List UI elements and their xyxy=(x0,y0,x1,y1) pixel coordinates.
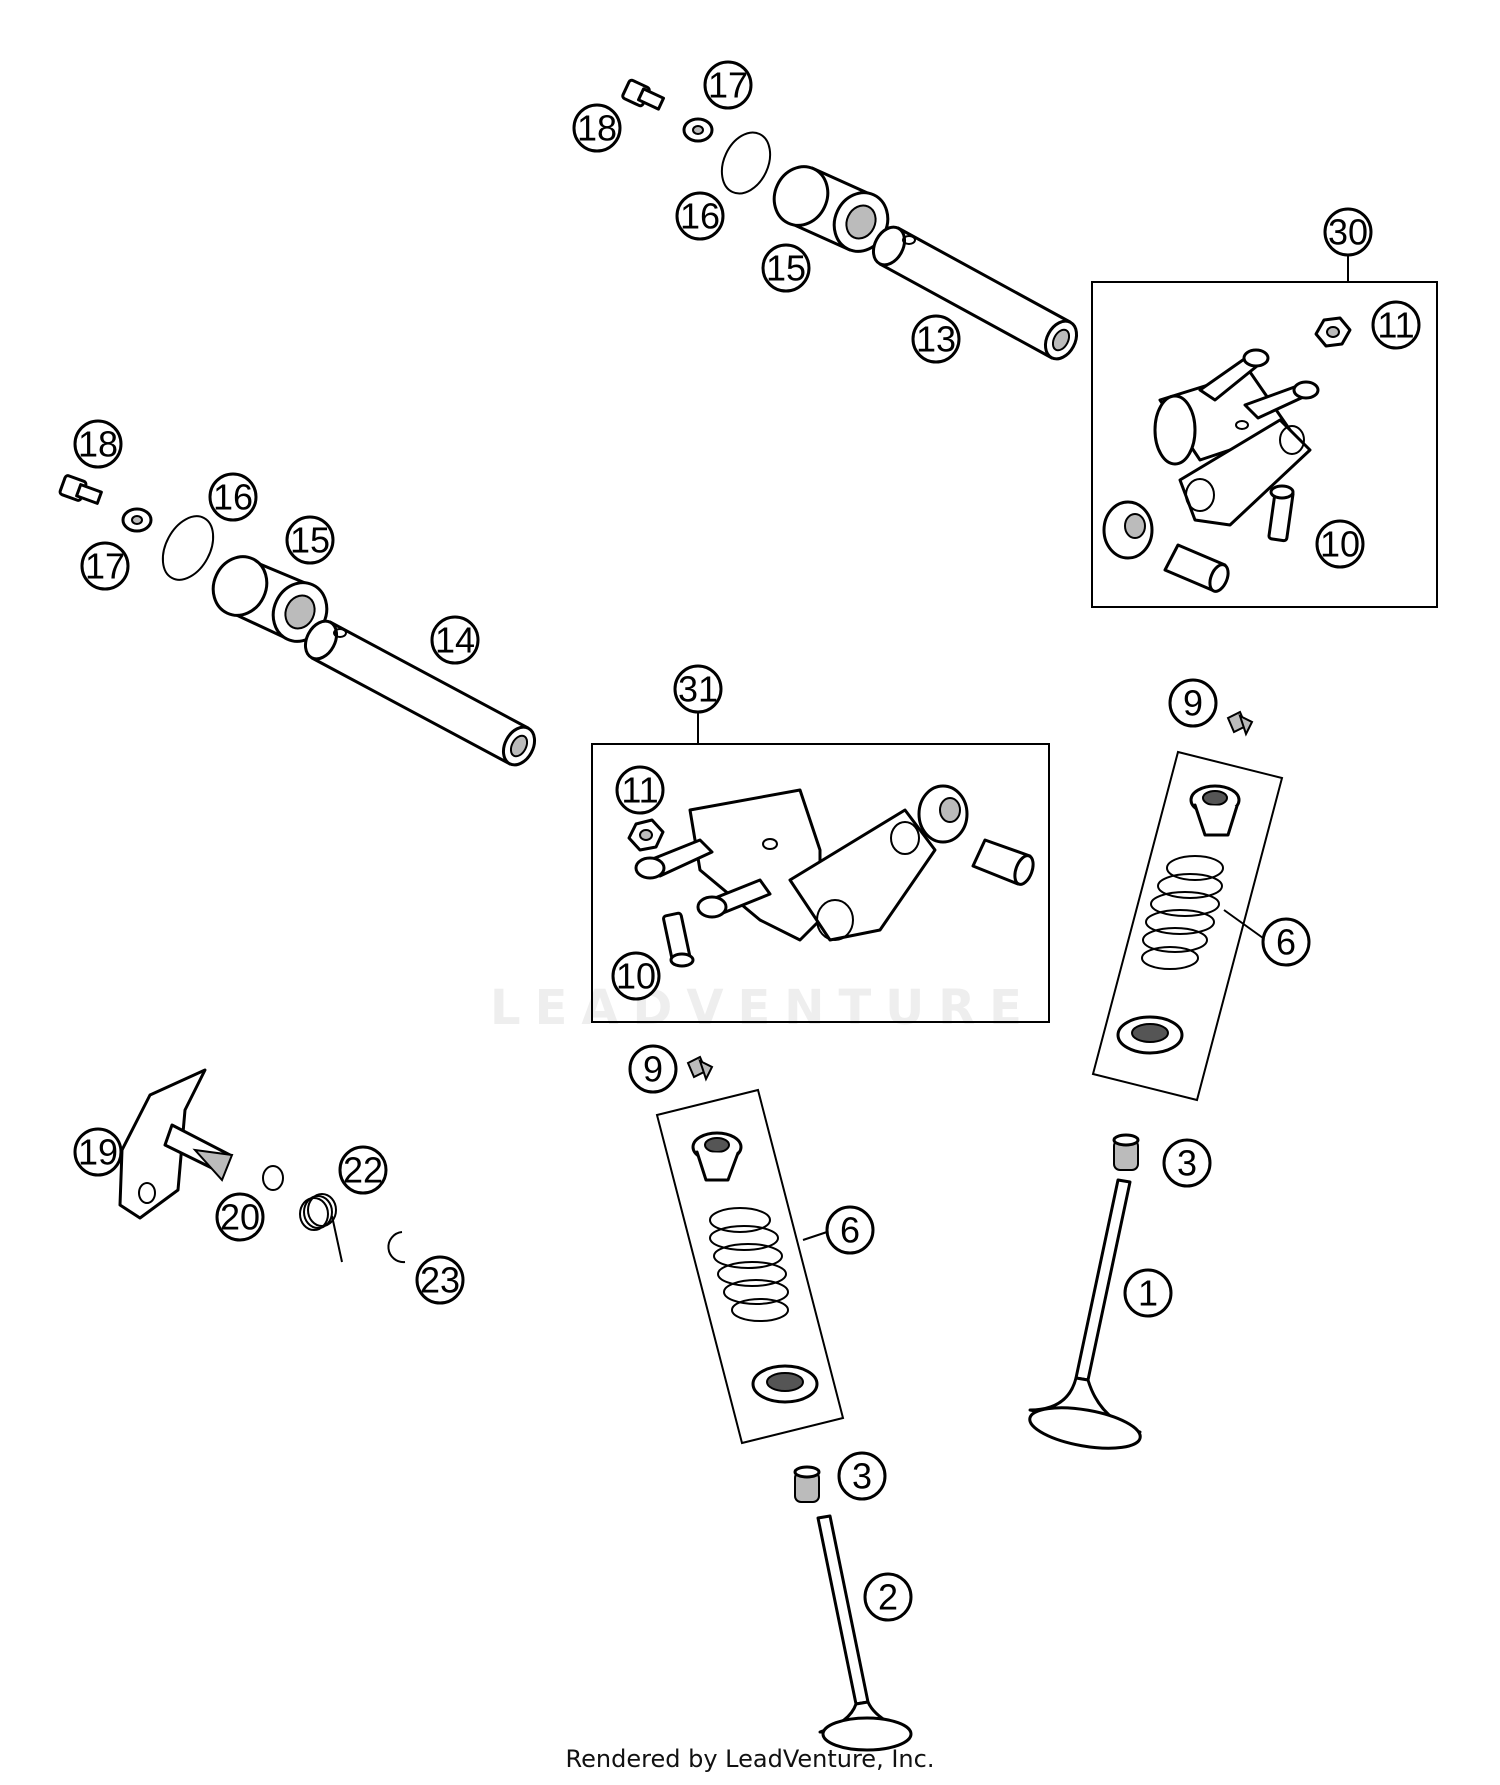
callout-23: 23 xyxy=(415,1255,465,1305)
circlip-23 xyxy=(387,1231,406,1264)
screw-18-upper xyxy=(621,78,666,111)
svg-text:2: 2 xyxy=(878,1577,898,1618)
valve-stem-seal-3-left xyxy=(793,1465,821,1503)
svg-text:6: 6 xyxy=(840,1210,860,1251)
screw-18-left xyxy=(58,474,103,505)
valve-spring-right xyxy=(1141,855,1224,970)
cotter-9-left xyxy=(686,1055,714,1082)
nut-11-box31 xyxy=(627,818,665,852)
callout-31: 31 xyxy=(673,664,723,714)
callout-10-box30: 10 xyxy=(1315,519,1365,569)
valve-spring-left xyxy=(709,1207,789,1322)
spring-retainer-left xyxy=(691,1131,743,1182)
rocker-arm-31 xyxy=(634,788,937,942)
callout-20: 20 xyxy=(215,1192,265,1242)
pin-box31 xyxy=(971,838,1035,886)
callout-17-left: 17 xyxy=(80,541,130,591)
pin-box30 xyxy=(1163,543,1230,593)
callout-13: 13 xyxy=(911,314,961,364)
roller-box31 xyxy=(917,784,969,844)
callout-11-box31: 11 xyxy=(615,765,665,815)
callout-6-left-leader xyxy=(802,1231,828,1241)
roller-box30 xyxy=(1102,500,1154,560)
svg-text:17: 17 xyxy=(85,546,125,587)
svg-text:11: 11 xyxy=(621,770,658,811)
callout-6-right-leader xyxy=(1223,909,1264,939)
callout-17-upper: 17 xyxy=(703,60,753,110)
svg-text:11: 11 xyxy=(1377,305,1414,346)
svg-text:18: 18 xyxy=(577,108,617,149)
svg-text:17: 17 xyxy=(708,65,748,106)
valve-1 xyxy=(1028,1178,1142,1450)
callout-1: 1 xyxy=(1123,1268,1173,1318)
screw-10-box30 xyxy=(1267,484,1295,543)
svg-text:19: 19 xyxy=(78,1132,118,1173)
svg-text:18: 18 xyxy=(78,424,118,465)
callout-16-upper: 16 xyxy=(675,191,725,241)
svg-text:9: 9 xyxy=(643,1049,663,1090)
callout-18-upper: 18 xyxy=(572,103,622,153)
svg-text:31: 31 xyxy=(678,669,718,710)
svg-text:16: 16 xyxy=(213,477,253,518)
cotter-9-right xyxy=(1226,710,1254,737)
svg-text:20: 20 xyxy=(220,1197,260,1238)
callout-14: 14 xyxy=(430,615,480,665)
callout-16-left: 16 xyxy=(208,472,258,522)
spring-22 xyxy=(299,1193,343,1263)
callout-3-right: 3 xyxy=(1162,1138,1212,1188)
valve-spring-kit-box-right xyxy=(1091,750,1284,1102)
svg-text:15: 15 xyxy=(290,520,330,561)
svg-text:14: 14 xyxy=(435,620,475,661)
svg-text:6: 6 xyxy=(1276,922,1296,963)
screw-10-box31 xyxy=(662,911,695,968)
callout-15-upper: 15 xyxy=(761,243,811,293)
callout-18-left: 18 xyxy=(73,419,123,469)
callout-11-box30: 11 xyxy=(1371,300,1421,350)
callout-15-left: 15 xyxy=(285,515,335,565)
rocker-arm-kit-box-30 xyxy=(1091,281,1438,608)
spring-seat-right xyxy=(1116,1015,1184,1055)
callout-3-left: 3 xyxy=(837,1451,887,1501)
callout-19: 19 xyxy=(73,1127,123,1177)
spring-seat-left xyxy=(751,1364,819,1404)
o-ring-16-left xyxy=(161,515,215,581)
render-credit: Rendered by LeadVenture, Inc. xyxy=(565,1745,935,1773)
nut-11-box30 xyxy=(1314,316,1352,348)
callout-10-box31: 10 xyxy=(611,951,661,1001)
valve-stem-seal-3-right xyxy=(1112,1133,1140,1171)
svg-text:9: 9 xyxy=(1183,683,1203,724)
svg-text:1: 1 xyxy=(1138,1273,1158,1314)
svg-text:3: 3 xyxy=(1177,1143,1197,1184)
svg-text:13: 13 xyxy=(916,319,956,360)
valve-spring-kit-box-left xyxy=(655,1088,845,1445)
svg-text:16: 16 xyxy=(680,196,720,237)
svg-text:15: 15 xyxy=(766,248,806,289)
o-ring-20 xyxy=(262,1165,284,1191)
valve-2 xyxy=(816,1514,913,1752)
svg-text:23: 23 xyxy=(420,1260,460,1301)
svg-text:30: 30 xyxy=(1328,212,1368,253)
svg-text:3: 3 xyxy=(852,1456,872,1497)
rocker-shaft-14 xyxy=(303,619,537,767)
callout-6-right: 6 xyxy=(1261,917,1311,967)
spring-retainer-right xyxy=(1189,784,1241,837)
svg-text:22: 22 xyxy=(343,1150,383,1191)
callout-9-right: 9 xyxy=(1168,678,1218,728)
svg-text:10: 10 xyxy=(1320,524,1360,565)
bushing-15-upper xyxy=(772,165,890,253)
rocker-arm-30 xyxy=(1153,348,1320,527)
callout-22: 22 xyxy=(338,1145,388,1195)
callout-9-left: 9 xyxy=(628,1044,678,1094)
decompression-shaft-19 xyxy=(118,1068,234,1220)
callout-30: 30 xyxy=(1323,207,1373,257)
callout-2: 2 xyxy=(863,1572,913,1622)
svg-text:10: 10 xyxy=(616,956,656,997)
leadventure-watermark: LEADVENTURE xyxy=(490,980,1036,1036)
o-ring-16-upper xyxy=(720,131,772,195)
callout-6-left: 6 xyxy=(825,1205,875,1255)
rocker-shaft-13 xyxy=(871,225,1079,361)
rocker-arm-kit-box-31 xyxy=(591,743,1050,1023)
